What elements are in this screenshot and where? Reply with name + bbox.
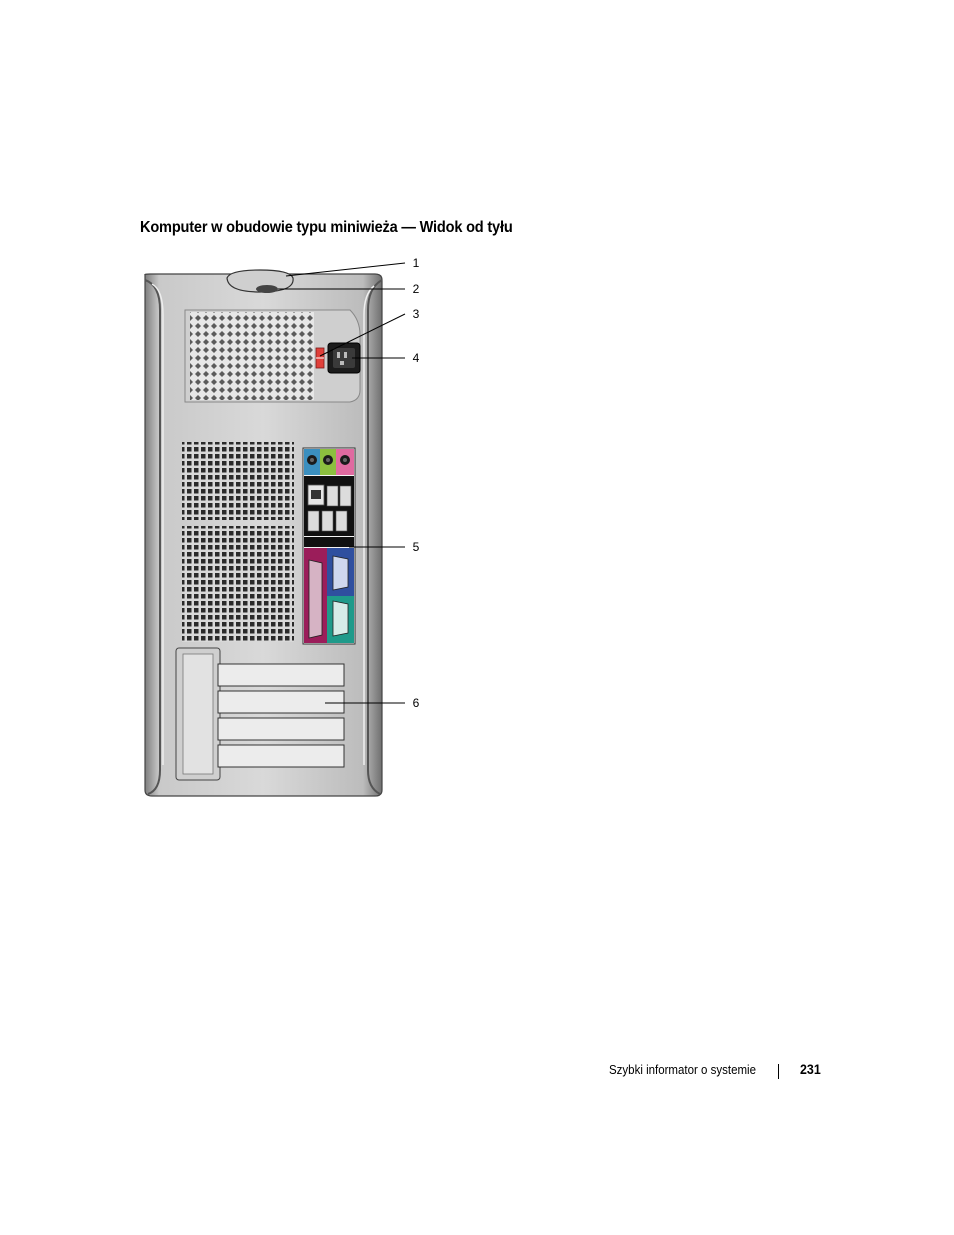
- callout-number-6: 6: [412, 696, 420, 710]
- computer-back-illustration: [144, 262, 406, 797]
- page-number: 231: [800, 1062, 821, 1077]
- computer-back-view-figure: 1 2 3 4 5 6: [130, 250, 450, 810]
- footer-separator: [778, 1064, 779, 1079]
- callout-line-1: [285, 262, 406, 277]
- footer-section-title: Szybki informator o systemie: [609, 1063, 756, 1077]
- callout-number-4: 4: [412, 351, 420, 365]
- callout-number-2: 2: [412, 282, 420, 296]
- section-heading: Komputer w obudowie typu miniwieża — Wid…: [140, 219, 513, 236]
- callout-number-1: 1: [412, 256, 420, 270]
- callout-number-5: 5: [412, 540, 420, 554]
- callout-number-3: 3: [412, 307, 420, 321]
- callout-line-3: [319, 313, 406, 357]
